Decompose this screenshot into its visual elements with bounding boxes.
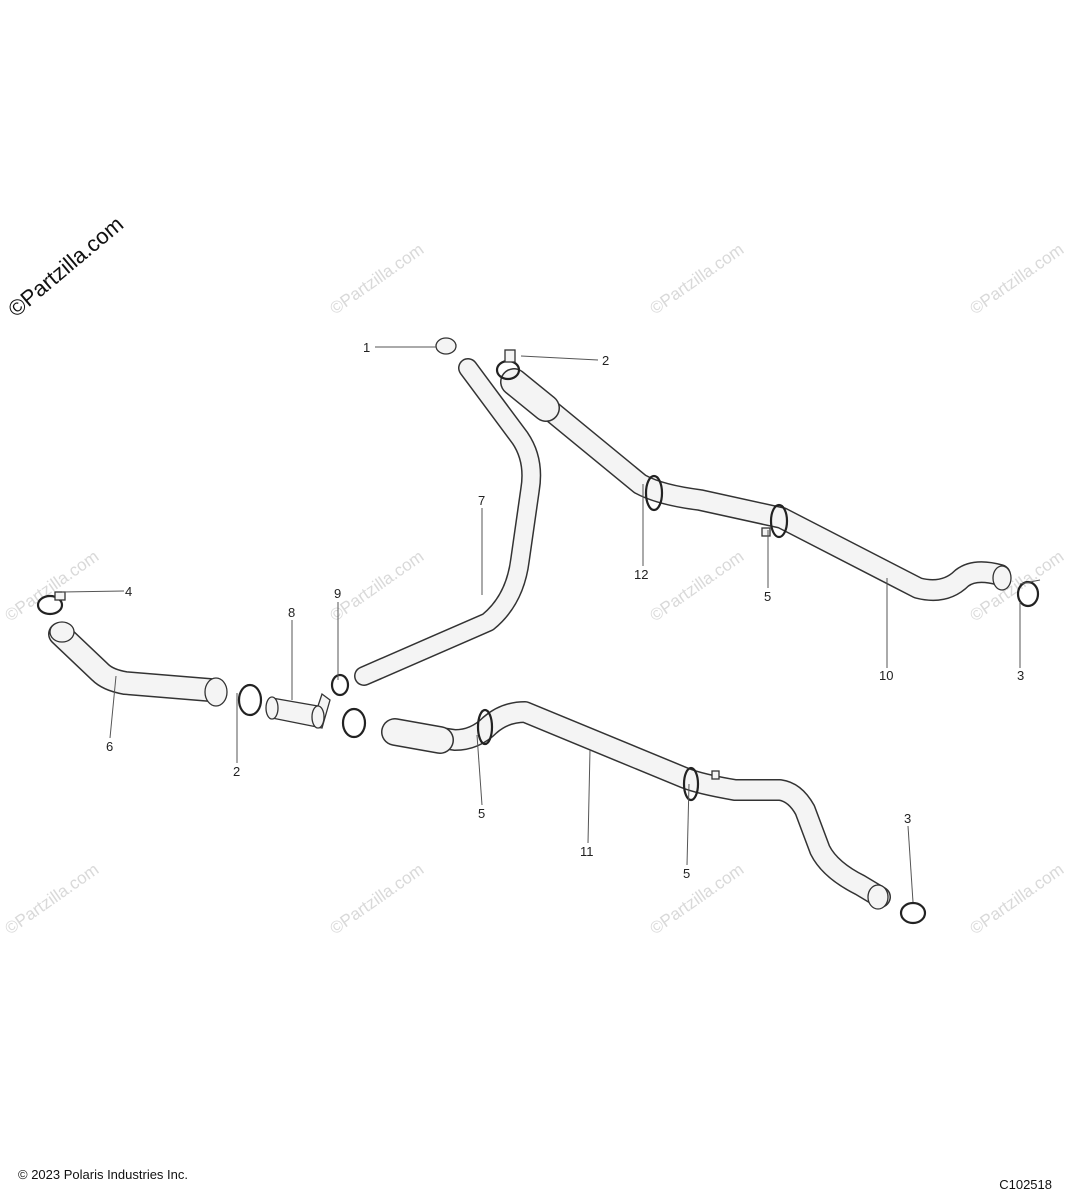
watermark: ©Partzilla.com — [966, 547, 1066, 626]
watermark: ©Partzilla.com — [1, 860, 102, 939]
watermark: ©Partzilla.com — [646, 860, 747, 939]
watermark: ©Partzilla.com — [966, 860, 1066, 939]
watermark: ©Partzilla.com — [646, 240, 747, 319]
callout-5: 5 — [683, 866, 690, 881]
clamp-lower-mid — [341, 707, 367, 739]
watermark: ©Partzilla.com — [326, 240, 427, 319]
callout-10: 10 — [879, 668, 893, 683]
clamp-9 — [330, 673, 350, 697]
clamp-3-bottom — [899, 901, 927, 925]
callout-11: 11 — [580, 844, 594, 859]
watermark: ©Partzilla.com — [646, 547, 747, 626]
clamp-1 — [435, 337, 457, 355]
callout-9: 9 — [334, 586, 341, 601]
leader-lines — [61, 346, 1021, 903]
copyright-text: © 2023 Polaris Industries Inc. — [18, 1167, 188, 1182]
hose-10 — [500, 368, 1012, 601]
clamp-5-upper — [761, 503, 789, 539]
clamp-3-right — [1016, 579, 1041, 608]
callout-2: 2 — [233, 764, 240, 779]
fitting-8 — [265, 692, 331, 729]
watermark: ©Partzilla.com — [326, 860, 427, 939]
clamp-2-top — [495, 349, 521, 381]
callout-5: 5 — [764, 589, 771, 604]
callout-7: 7 — [478, 493, 485, 508]
clamp-5-left — [476, 708, 494, 746]
clamp-12 — [644, 474, 664, 512]
callout-1: 1 — [363, 340, 370, 355]
callout-3: 3 — [904, 811, 911, 826]
callout-4: 4 — [125, 584, 132, 599]
watermark: ©Partzilla.com — [326, 547, 427, 626]
hose-6 — [48, 621, 228, 707]
hose-11 — [381, 701, 891, 910]
callouts: 1 2 3 4 6 2 8 9 7 12 5 10 5 11 5 3 — [106, 340, 1024, 881]
callout-6: 6 — [106, 739, 113, 754]
diagram-code: C102518 — [999, 1177, 1052, 1192]
callout-2: 2 — [602, 353, 609, 368]
callout-12: 12 — [634, 567, 648, 582]
clamp-5-right — [682, 766, 720, 802]
callout-3: 3 — [1017, 668, 1024, 683]
clamp-2-left — [237, 683, 263, 717]
watermark-main: ©Partzilla.com — [3, 211, 128, 322]
callout-8: 8 — [288, 605, 295, 620]
clamp-4 — [36, 591, 66, 616]
hose-7 — [354, 358, 542, 686]
callout-5: 5 — [478, 806, 485, 821]
watermark: ©Partzilla.com — [966, 240, 1066, 319]
